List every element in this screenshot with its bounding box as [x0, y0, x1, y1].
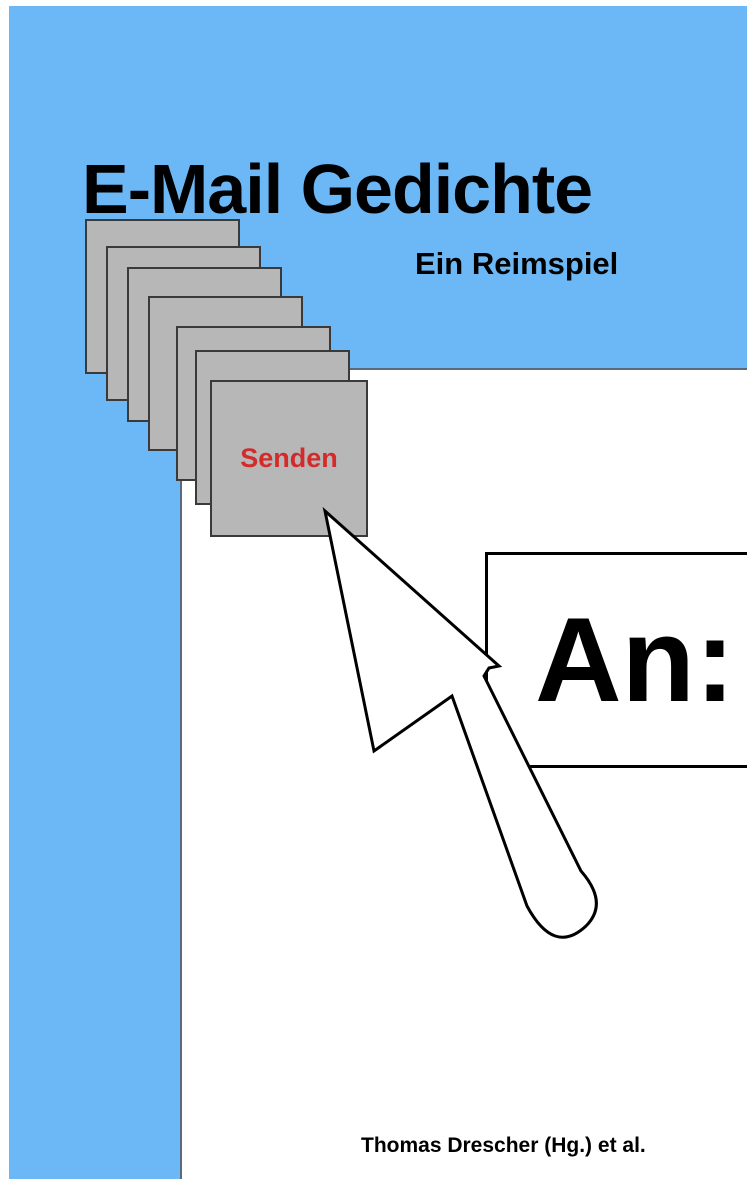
- send-button[interactable]: Senden: [210, 380, 368, 537]
- book-subtitle: Ein Reimspiel: [415, 246, 619, 281]
- send-button-label: Senden: [240, 443, 338, 473]
- book-title: E-Mail Gedichte: [82, 150, 593, 228]
- book-cover: E-Mail Gedichte Ein Reimspiel Senden An:…: [9, 6, 747, 1179]
- author-credit: Thomas Drescher (Hg.) et al.: [361, 1134, 646, 1157]
- recipient-field[interactable]: [485, 552, 747, 768]
- recipient-label: An:: [535, 593, 735, 727]
- arrow-cursor-icon: [322, 506, 598, 939]
